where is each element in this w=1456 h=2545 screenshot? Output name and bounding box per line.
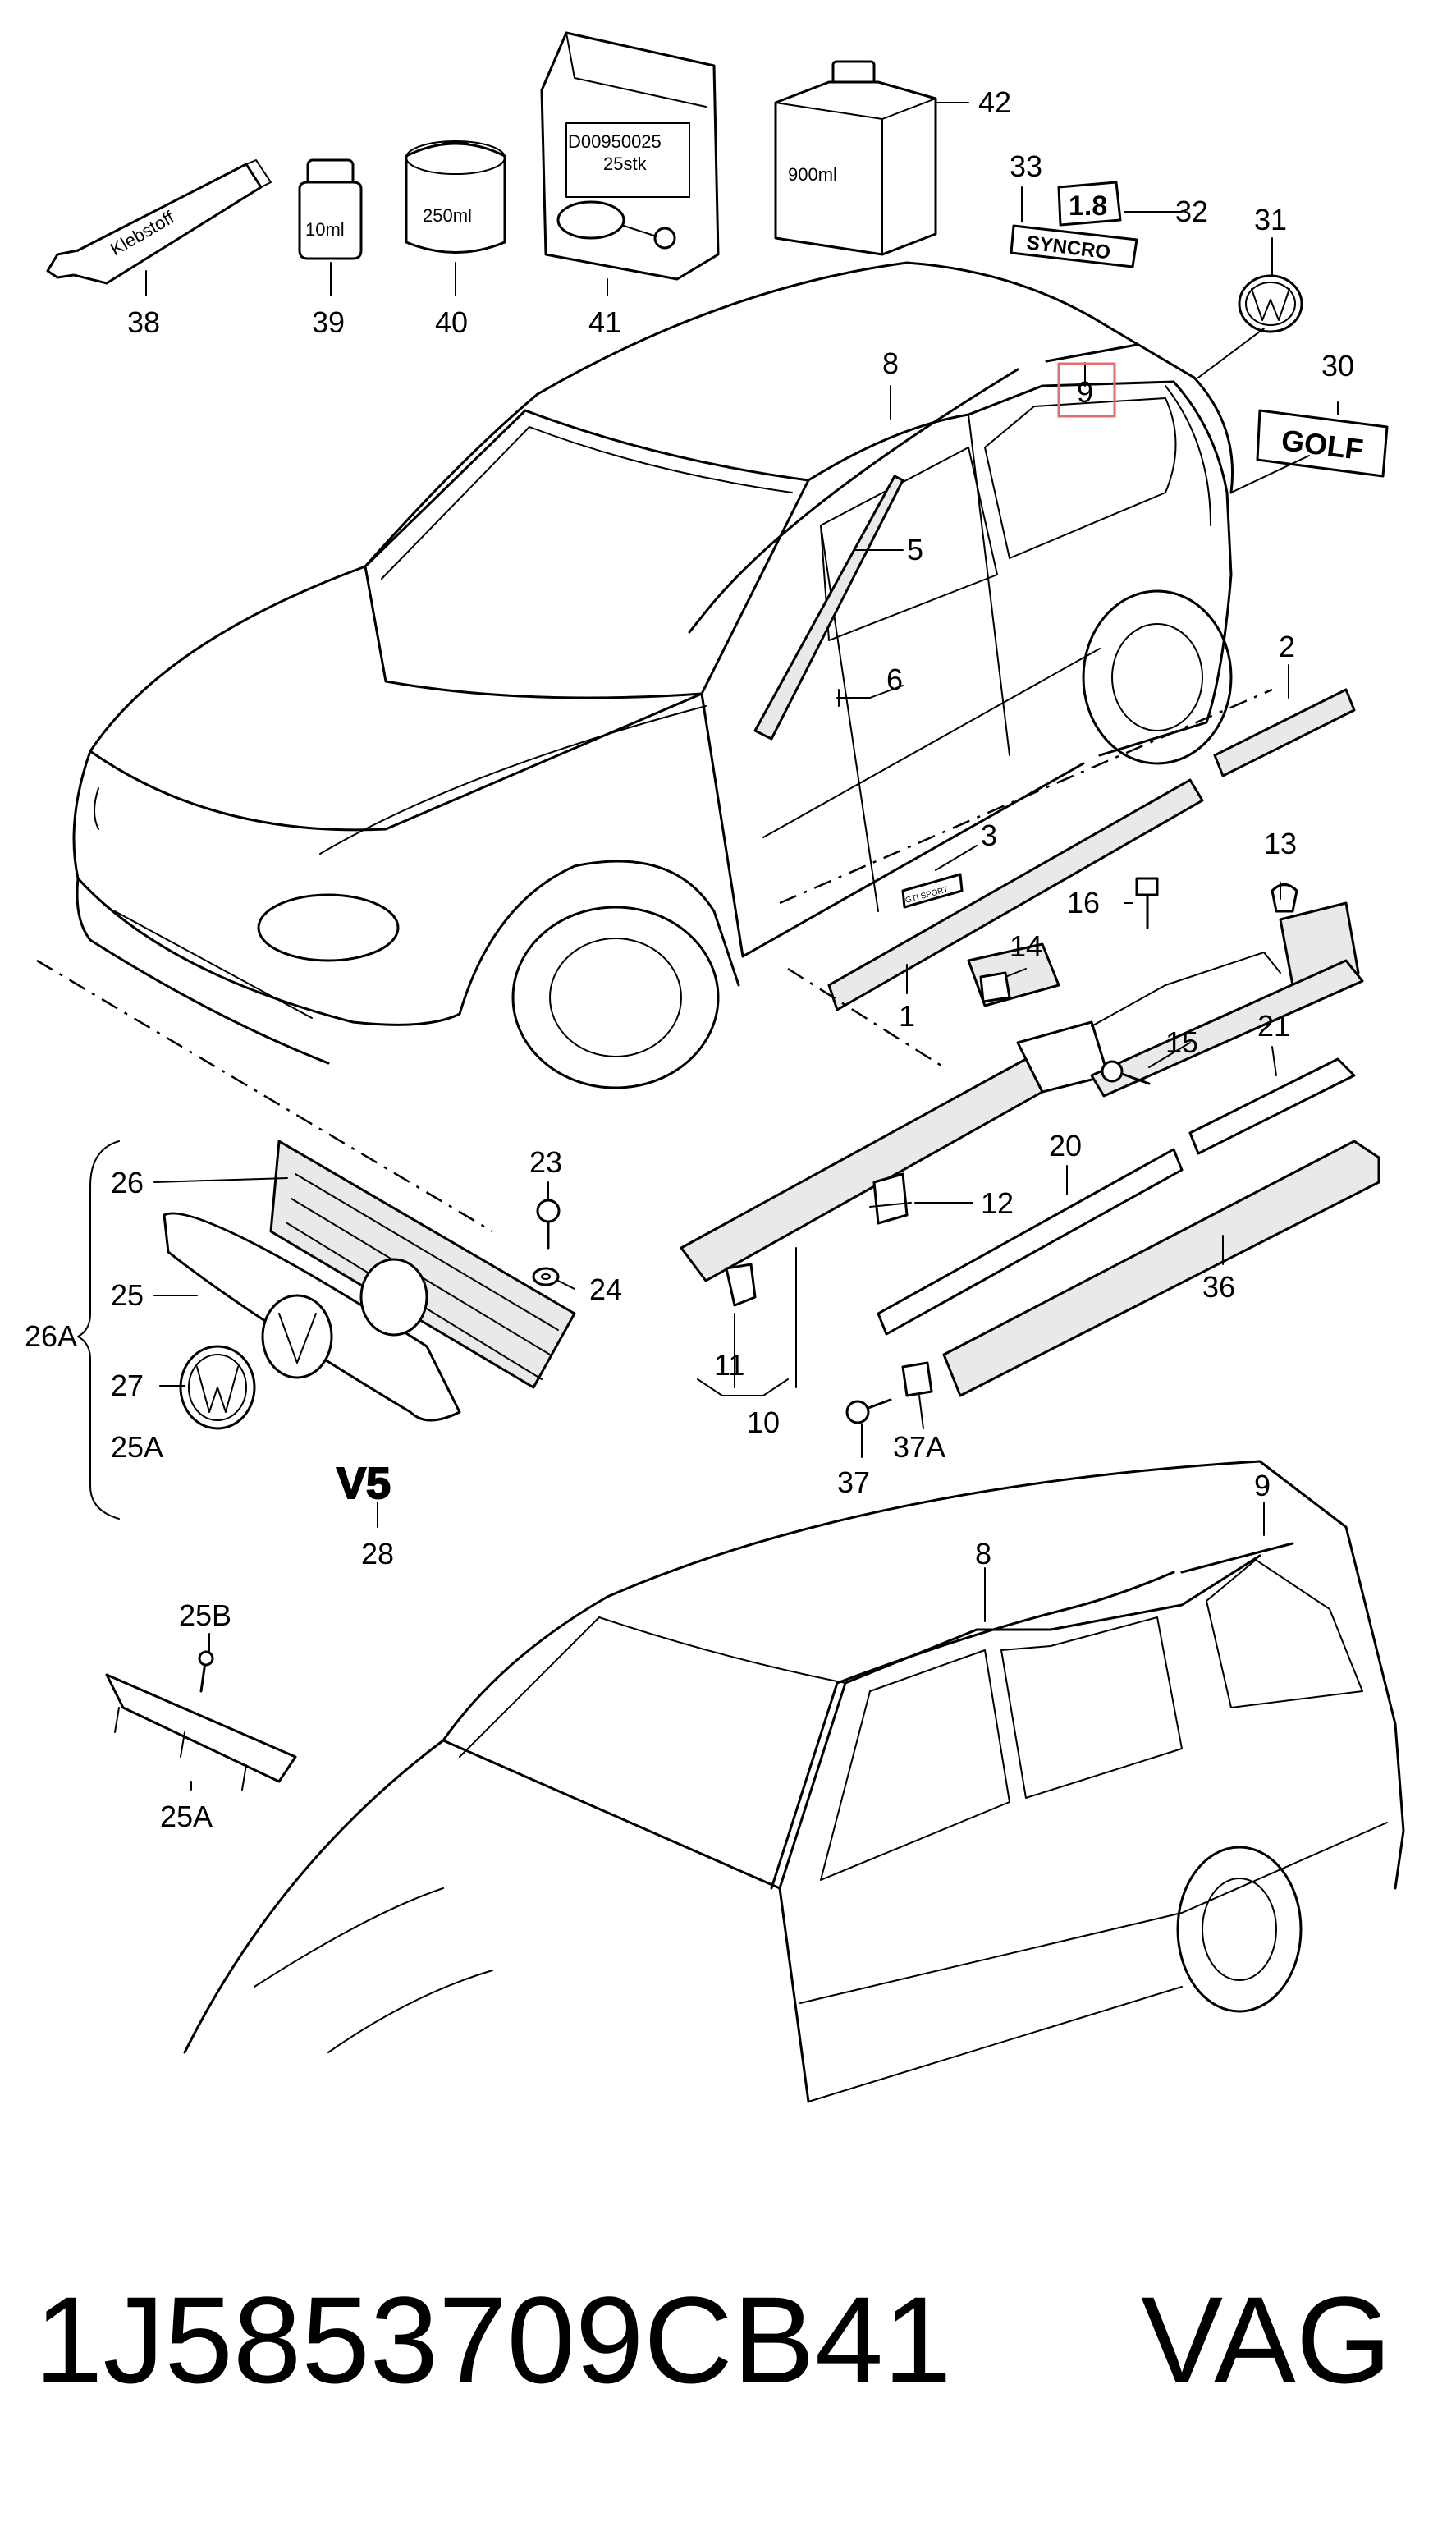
sill-trim-assembly (680, 901, 1364, 1282)
roof-trim-8-estate (770, 1571, 1175, 1890)
rear-molding-2 (1213, 688, 1356, 777)
callout-41: 41 (588, 305, 621, 339)
screw-23 (536, 1199, 561, 1250)
callout-28: 28 (361, 1537, 394, 1571)
callout-11: 11 (714, 1348, 744, 1382)
part-number: 1J5853709CB41 (34, 2271, 952, 2409)
bottle-label: 10ml (305, 219, 345, 240)
sill-panel-36 (942, 1140, 1380, 1397)
callout-25B: 25B (179, 1598, 231, 1632)
callout-25A-bracket: 25A (160, 1800, 213, 1833)
callout-42: 42 (978, 85, 1011, 119)
bracket-37A (901, 1361, 933, 1397)
sport-badge-3 (901, 873, 964, 909)
callout-27: 27 (111, 1369, 144, 1402)
callout-36: 36 (1202, 1270, 1235, 1304)
grille-assembly (163, 1140, 576, 1422)
parts-diagram: Klebstoff 10ml 250ml D00950025 25stk 900… (25, 31, 1405, 2103)
clip-6 (836, 689, 871, 707)
roof-trim-9-estate (1180, 1542, 1294, 1574)
callout-14: 14 (1010, 929, 1042, 963)
brand-label: VAG (1141, 2271, 1392, 2409)
callout-9a: 9 (1077, 375, 1093, 409)
callout-30: 30 (1321, 349, 1354, 383)
callout-8b: 8 (975, 1537, 991, 1571)
callout-37A: 37A (893, 1430, 945, 1464)
callout-40: 40 (435, 305, 468, 339)
a-pillar-trim (753, 475, 904, 741)
callout-20: 20 (1049, 1129, 1082, 1162)
vw-emblem-front (179, 1345, 256, 1430)
callout-39: 39 (312, 305, 345, 339)
callout-12: 12 (981, 1186, 1014, 1220)
can-label: 250ml (423, 205, 472, 226)
jug-label: 900ml (788, 164, 837, 185)
roof-trim-8 (688, 368, 1019, 634)
screw-15 (1101, 1060, 1151, 1085)
callout-5: 5 (907, 533, 923, 566)
badge-v5: V5 (336, 1458, 391, 1509)
screw-37 (845, 1398, 892, 1424)
group-bracket-26A (77, 1140, 120, 1520)
screw-16 (1135, 877, 1159, 929)
bag-code: D00950025 (568, 131, 662, 152)
clip-bag: D00950025 25stk (540, 31, 720, 281)
callout-16: 16 (1067, 886, 1100, 919)
callout-2: 2 (1279, 630, 1295, 663)
jug: 900ml (774, 60, 937, 256)
callout-26: 26 (111, 1166, 144, 1199)
estate-car-outline (183, 1460, 1405, 2103)
callout-15: 15 (1165, 1025, 1198, 1059)
badge-golf: GOLF (1256, 409, 1389, 478)
hatchback-car-outline (72, 261, 1234, 1089)
callout-3: 3 (981, 819, 997, 852)
callout-23: 23 (529, 1145, 562, 1179)
clip-11 (725, 1263, 757, 1307)
callout-1: 1 (899, 999, 915, 1033)
adhesive-tube: Klebstoff (46, 159, 272, 285)
leader-lines (145, 102, 1339, 1791)
callout-9b: 9 (1254, 1469, 1271, 1502)
vw-emblem-rear (1238, 274, 1303, 333)
callouts: 38 39 40 41 42 33 32 31 30 8 9 5 6 2 3 1… (25, 85, 1354, 1833)
callout-33: 33 (1010, 149, 1042, 183)
callout-25: 25 (111, 1278, 144, 1312)
can: 250ml (405, 140, 506, 254)
badge-v5-text: V5 (337, 1459, 391, 1508)
callout-31: 31 (1254, 203, 1287, 236)
badge-syncro: SYNCRO (1010, 224, 1138, 268)
bag-qty: 25stk (603, 154, 648, 174)
callout-10: 10 (747, 1405, 780, 1439)
callout-8a: 8 (882, 346, 899, 380)
highlight-box (1057, 362, 1116, 418)
callout-37: 37 (837, 1465, 870, 1499)
door-molding-1 (827, 778, 1204, 1011)
clip-13 (1271, 883, 1298, 913)
badge-1-8-text: 1.8 (1069, 190, 1107, 222)
callout-38: 38 (127, 305, 160, 339)
callout-13: 13 (1264, 827, 1297, 860)
sill-trim-21 (1188, 1057, 1356, 1155)
washer-24 (532, 1267, 560, 1286)
small-bottle: 10ml (298, 158, 363, 260)
roof-trim-9 (1045, 343, 1138, 363)
callout-24: 24 (589, 1272, 622, 1306)
callout-32: 32 (1175, 195, 1208, 228)
bracket-25A (105, 1650, 297, 1791)
badge-1-8: 1.8 (1057, 181, 1122, 227)
callout-6: 6 (886, 663, 903, 696)
clip-14 (979, 971, 1011, 1003)
callout-25A: 25A (111, 1430, 163, 1464)
callout-26A: 26A (25, 1319, 77, 1353)
sill-trim-20 (877, 1148, 1184, 1336)
clip-12 (869, 1172, 912, 1225)
callout-21: 21 (1257, 1009, 1290, 1043)
